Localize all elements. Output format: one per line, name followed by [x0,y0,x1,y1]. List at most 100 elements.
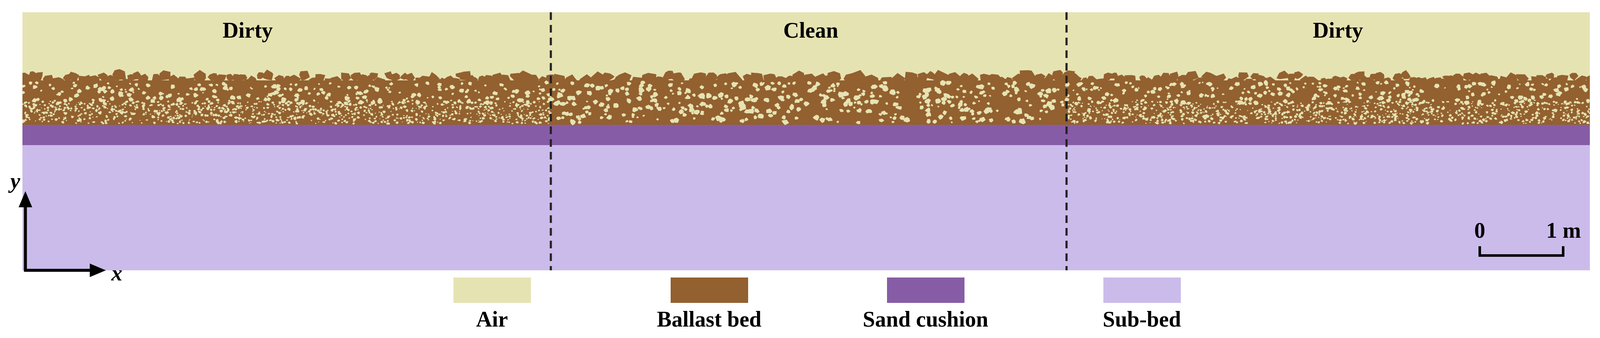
fine-particle-void [325,112,328,115]
fine-particle-void [299,106,302,109]
ballast-void [361,95,368,100]
ballast-void [713,83,718,88]
ballast-stone [168,74,180,85]
fine-particle-void [391,113,394,116]
ballast-void [995,109,999,113]
fine-particle-void [374,112,376,114]
fine-particle-void [403,105,407,108]
ballast-void [585,105,592,110]
fine-particle-void [134,105,136,108]
fine-particle-void [139,119,141,121]
fine-particle-void [275,118,280,122]
ballast-void [937,114,944,120]
fine-particle-void [278,101,280,103]
fine-particle-void [411,103,414,106]
ballast-void [540,88,546,93]
fine-particle-void [199,109,203,112]
ballast-void [837,91,845,98]
fine-particle-void [466,113,469,115]
fine-particle-void [24,101,26,103]
fine-particle-void [108,111,111,114]
fine-particle-void [346,106,348,108]
fine-particle-void [121,103,124,106]
ballast-void [223,85,228,90]
fine-particle-void [286,100,291,103]
ballast-stone [1169,71,1179,82]
fine-particle-void [57,108,61,111]
ballast-void [106,82,110,85]
ballast-void [558,93,564,98]
fine-particle-void [397,102,399,105]
ballast-void [932,119,937,125]
ballast-void [899,115,905,121]
fine-particle-void [494,102,497,105]
fine-particle-void [157,118,160,121]
ballast-void [1024,113,1029,117]
ballast-void [536,97,541,101]
fine-particle-void [24,118,28,122]
ballast-void [833,87,836,91]
ballast-stone [341,72,352,83]
fine-particle-void [140,102,144,105]
ballast-void [812,115,820,122]
ballast-void [989,95,992,97]
ballast-void [935,98,942,104]
fine-particle-void [458,113,461,115]
fine-particle-void [42,111,46,115]
fine-particle-void [185,110,187,113]
ballast-void [632,107,639,113]
ballast-void [820,98,827,105]
ballast-void [266,95,269,97]
fine-particle-void [99,110,102,114]
ballast-void [570,81,575,86]
fine-particle-void [279,118,282,121]
ballast-void [727,98,734,104]
fine-particle-void [259,123,261,125]
fine-particle-void [281,104,285,107]
fine-particle-void [237,117,241,120]
ballast-void [853,95,861,102]
fine-particle-void [283,121,287,124]
ballast-void [568,112,573,117]
ballast-void [230,100,235,105]
fine-particle-void [260,101,262,103]
fine-particle-void [34,107,36,109]
ballast-void [119,88,123,92]
ballast-void [294,83,298,87]
fine-particle-void [365,106,368,109]
ballast-void [157,101,160,103]
fine-particle-void [295,102,299,105]
fine-particle-void [205,120,209,124]
ballast-void [453,101,457,105]
fine-particle-void [250,115,253,118]
ballast-void [861,92,866,97]
fine-particle-void [368,117,371,119]
fine-particle-void [421,121,426,125]
ballast-void [687,103,694,109]
fine-particle-void [228,114,231,117]
fine-particle-void [55,107,58,109]
ballast-void [700,110,705,114]
fine-particle-void [92,107,95,110]
fine-particle-void [505,114,507,117]
fine-particle-void [241,118,245,121]
ballast-void [208,83,213,87]
fine-particle-void [301,110,304,112]
ballast-void [882,87,889,92]
ballast-void [624,87,629,92]
ballast-void [941,101,946,106]
fine-particle-void [170,116,172,117]
fine-particle-void [41,120,44,122]
fine-particle-void [279,122,281,125]
fine-particle-void [424,105,427,108]
fine-particle-void [466,99,470,103]
fine-particle-void [474,105,477,108]
fine-particle-void [188,109,191,113]
fine-particle-void [436,103,439,106]
fine-particle-void [535,105,537,108]
fine-particle-void [33,112,36,114]
ballast-void [957,106,961,109]
fine-particle-void [114,105,117,108]
fine-particle-void [469,112,472,114]
ballast-void [607,104,610,106]
